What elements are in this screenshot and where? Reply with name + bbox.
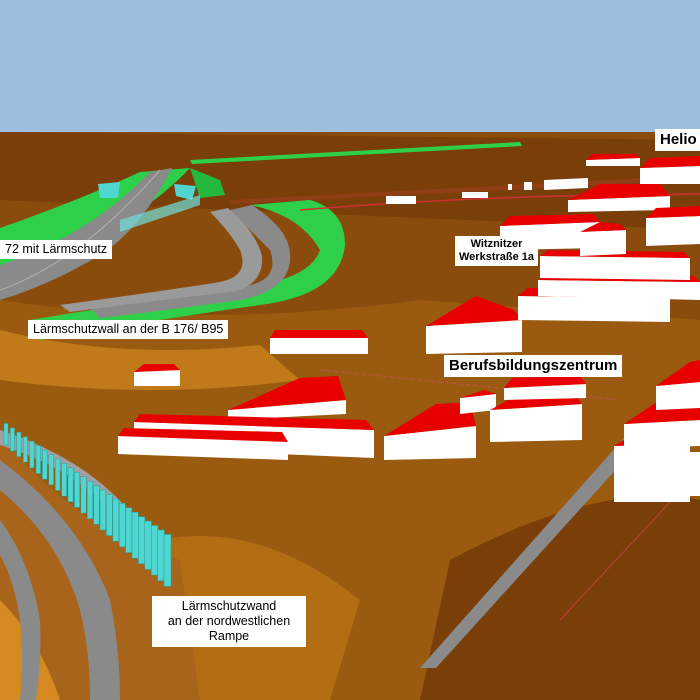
sky: [0, 0, 700, 136]
noise-wall-post: [48, 454, 54, 486]
noise-wall-post: [42, 449, 48, 480]
road-b172: [0, 168, 172, 300]
noise-wall-post: [61, 463, 67, 497]
noise-wall-post: [16, 432, 22, 457]
noise-wall-post: [67, 467, 74, 503]
noise-wall-post: [86, 480, 94, 519]
noise-wall-post: [112, 498, 120, 542]
noise-wall-post: [93, 485, 100, 525]
noise-wall-post: [163, 534, 172, 587]
label-laermschutzwall: Lärmschutzwall an der B 176/ B95: [28, 320, 229, 339]
label-helio: Helio: [655, 129, 700, 151]
noise-wall-post: [131, 511, 139, 559]
noise-wall-end: [98, 182, 120, 198]
noise-wall-post: [99, 489, 107, 531]
road-b176: [90, 205, 291, 318]
noise-wall-post: [138, 516, 146, 565]
noise-wall-post: [150, 525, 159, 576]
noise-wall-post: [10, 427, 15, 452]
buildings: [118, 154, 700, 502]
noise-wall-post: [74, 471, 80, 508]
noise-wall-post: [80, 476, 87, 514]
noise-wall-post: [144, 520, 152, 570]
noise-wall-post: [118, 503, 126, 548]
noise-wall-post: [54, 458, 61, 491]
noise-wall-post: [29, 440, 35, 469]
far-embankment: [190, 142, 522, 164]
noise-wall-nw-ramp: [3, 423, 172, 587]
noise-wall-post: [35, 445, 41, 474]
noise-wall-post: [125, 507, 133, 553]
noise-wall-post: [157, 529, 165, 582]
noise-wall-post: [3, 423, 9, 446]
label-berufsbildungszentrum: Berufsbildungszentrum: [444, 355, 623, 377]
label-b172-laermschutz: 72 mit Lärmschutz: [0, 240, 113, 259]
label-witznitzer: Witznitzer Werkstraße 1a: [455, 236, 539, 267]
road-nw-ramp: [0, 460, 120, 700]
noise-wall-post: [22, 436, 28, 463]
label-laermschutzwand: Lärmschutzwand an der nordwestlichen Ram…: [152, 596, 306, 647]
noise-wall-post: [106, 494, 113, 536]
